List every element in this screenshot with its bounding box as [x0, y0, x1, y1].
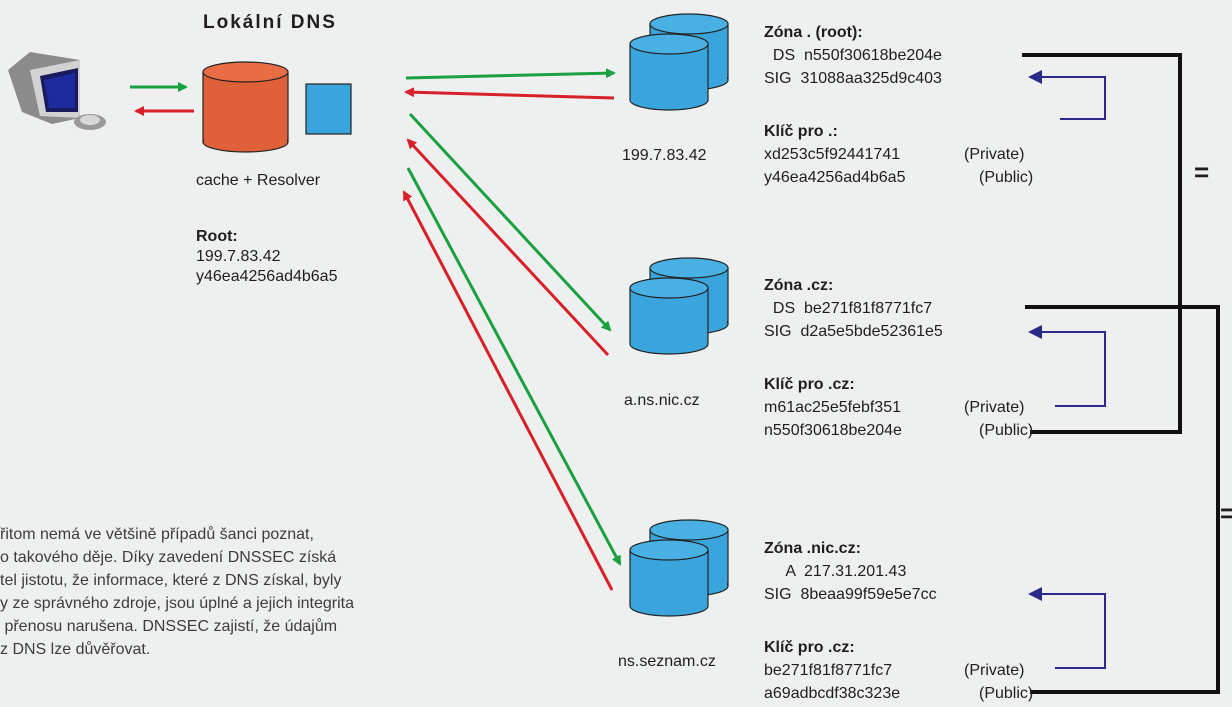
paragraph-line: y ze správného zdroje, jsou úplné a jeji… — [0, 595, 354, 612]
signature-arrow-cz — [1028, 325, 1106, 407]
zone-record-ds-root: DS n550f30618be204e — [764, 47, 942, 64]
public-key-nic: a69adbcdf38c323e — [764, 685, 901, 702]
public-label-root: (Public) — [979, 169, 1034, 186]
server-label-seznam: ns.seznam.cz — [618, 653, 716, 670]
private-key-cz: m61ac25e5febf351 — [764, 399, 901, 416]
public-key-root: y46ea4256ad4b6a5 — [764, 169, 906, 186]
key-heading-nic: Klíč pro .cz: — [764, 639, 855, 656]
local-dns-title: Lokální DNS — [203, 12, 337, 33]
private-label-root: (Private) — [964, 146, 1025, 163]
paragraph-line: z DNS lze důvěřovat. — [0, 641, 151, 658]
response-arrow-from-cz — [406, 138, 610, 357]
paragraph-line: tel jistotu, že informace, které z DNS z… — [0, 572, 342, 589]
public-label-cz: (Public) — [979, 422, 1034, 439]
server-database-icon-cz — [629, 257, 729, 355]
zone-record-sig-root: SIG 31088aa325d9c403 — [764, 70, 942, 87]
response-arrow-from-root — [404, 87, 615, 100]
private-key-root: xd253c5f92441741 — [764, 146, 901, 163]
server-database-icon-root — [629, 13, 729, 111]
zone-record-sig-nic: SIG 8beaa99f59e5e7cc — [764, 586, 937, 603]
public-label-nic: (Public) — [979, 685, 1034, 702]
private-label-cz: (Private) — [964, 399, 1025, 416]
bracket-root-ds-to-cz-key — [1022, 53, 1182, 434]
equals-sign-cz: = — [1220, 498, 1232, 528]
equals-sign-root: = — [1194, 157, 1210, 187]
paragraph-line: přenosu narušena. DNSSEC zajistí, že úda… — [0, 618, 338, 635]
private-key-nic: be271f81f8771fc7 — [764, 662, 893, 679]
server-database-icon-seznam — [629, 519, 729, 617]
bracket-cz-ds-to-nic-key — [1025, 305, 1220, 694]
resolver-label: cache + Resolver — [196, 172, 321, 189]
signature-arrow-root — [1028, 70, 1106, 120]
key-heading-cz: Klíč pro .cz: — [764, 376, 855, 393]
paragraph-line: řitom nemá ve většině případů šanci pozn… — [0, 526, 314, 543]
query-arrow-to-seznam — [406, 167, 622, 566]
computer-icon — [8, 52, 106, 130]
resolver-cylinder-icon — [202, 61, 289, 153]
public-key-cz: n550f30618be204e — [764, 422, 902, 439]
cache-box-icon — [305, 83, 352, 135]
response-arrow-from-seznam — [402, 190, 614, 591]
query-arrow-to-cz — [408, 112, 612, 332]
zone-record-ds-cz: DS be271f81f8771fc7 — [764, 300, 933, 317]
paragraph-line: o takového děje. Díky zavedení DNSSEC zí… — [0, 549, 337, 566]
query-arrow-to-root — [405, 68, 616, 80]
zone-record-a-nic: A 217.31.201.43 — [764, 563, 907, 580]
key-heading-root: Klíč pro .: — [764, 123, 838, 140]
root-ip: 199.7.83.42 — [196, 248, 281, 265]
server-label-root: 199.7.83.42 — [622, 147, 707, 164]
server-label-cz: a.ns.nic.cz — [624, 392, 700, 409]
root-key: y46ea4256ad4b6a5 — [196, 268, 338, 285]
private-label-nic: (Private) — [964, 662, 1025, 679]
root-heading: Root: — [196, 228, 238, 245]
signature-arrow-nic — [1028, 587, 1106, 669]
body-paragraph: řitom nemá ve většině případů šanci pozn… — [0, 523, 540, 661]
zone-heading-cz: Zóna .cz: — [764, 277, 834, 294]
zone-heading-nic: Zóna .nic.cz: — [764, 540, 861, 557]
zone-record-sig-cz: SIG d2a5e5bde52361e5 — [764, 323, 943, 340]
zone-heading-root: Zóna . (root): — [764, 24, 863, 41]
